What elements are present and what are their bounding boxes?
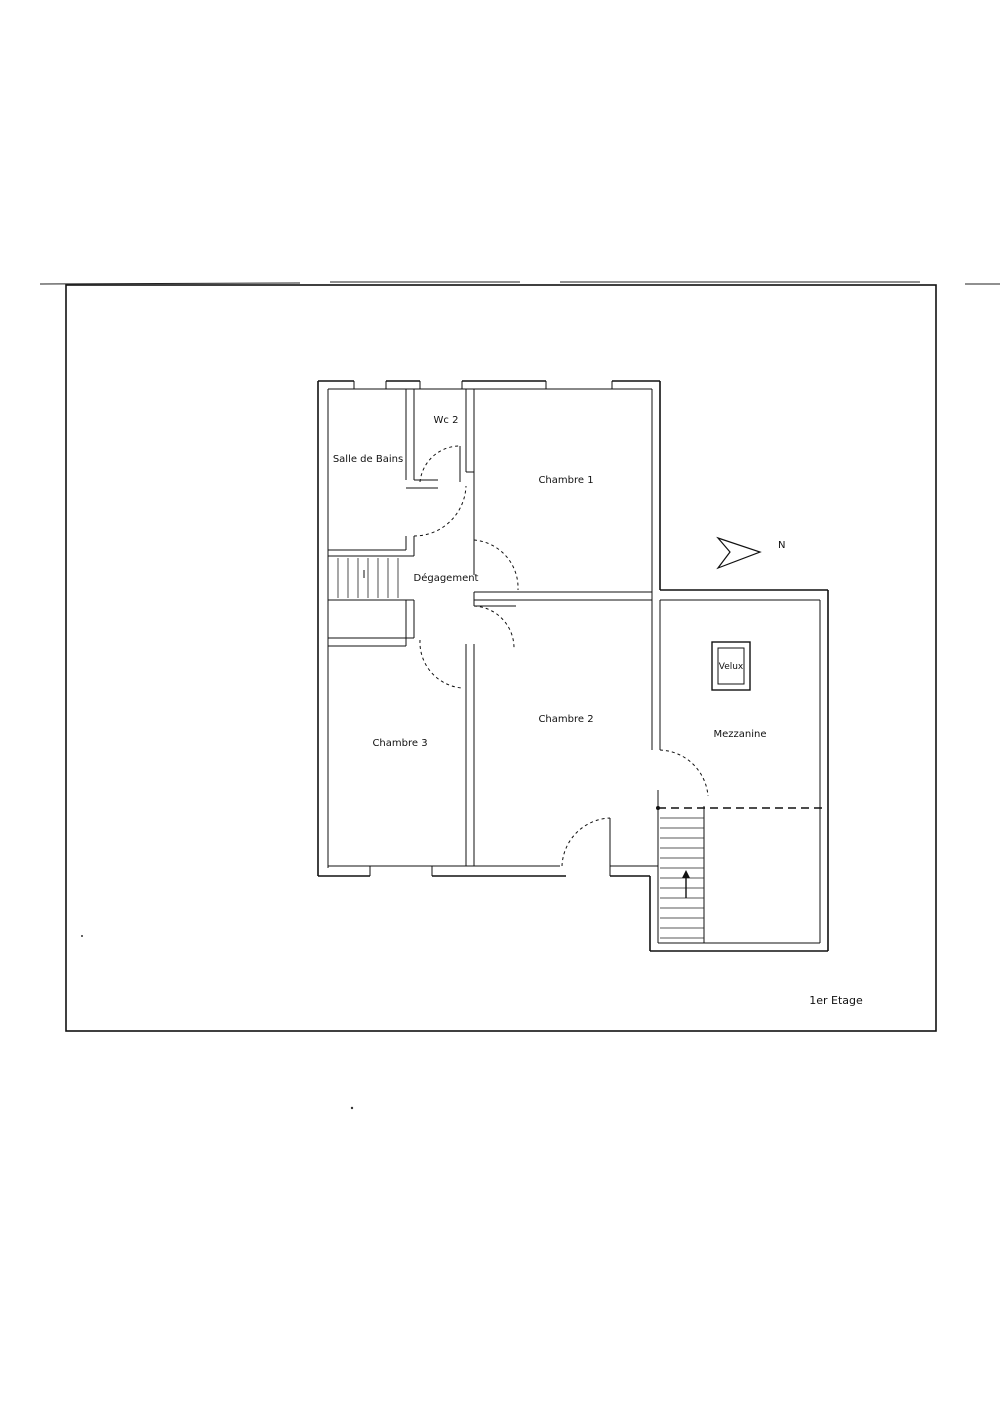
sheet-frame	[65, 284, 937, 1032]
room-label-chambre-2: Chambre 2	[538, 714, 593, 725]
interior-walls	[328, 389, 661, 866]
room-label-chambre-3: Chambre 3	[372, 738, 427, 749]
room-label-mezzanine: Mezzanine	[713, 729, 766, 740]
velux-label: Velux	[719, 662, 744, 672]
door-swings	[413, 445, 709, 867]
room-label-wc: Wc 2	[434, 415, 459, 426]
stair-arrow-icon	[682, 870, 690, 898]
room-label-chambre-1: Chambre 1	[538, 475, 593, 486]
north-arrow-icon	[716, 536, 762, 570]
scan-specks	[81, 935, 354, 1110]
velux-window	[711, 641, 751, 691]
room-label-degagement: Dégagement	[414, 572, 479, 584]
scan-top-line	[39, 281, 1000, 285]
floor-label: 1er Etage	[809, 994, 863, 1007]
room-label-salle-de-bains: Salle de Bains	[333, 454, 403, 465]
exterior-walls	[317, 379, 829, 952]
stair-right	[660, 806, 705, 943]
stair-left	[337, 558, 399, 598]
compass-label: N	[778, 540, 785, 551]
